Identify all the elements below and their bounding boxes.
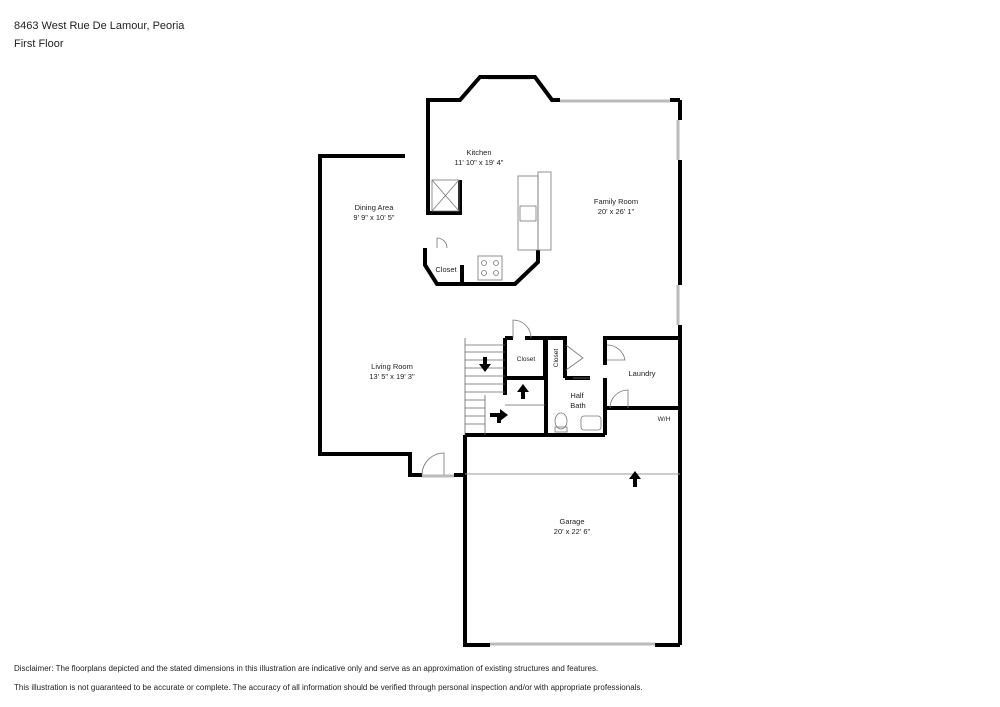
dining-dims: 9' 9" x 10' 5" — [353, 213, 394, 222]
arrow-right-icon — [500, 409, 508, 421]
stair-arrows — [479, 357, 641, 487]
stove-icon — [477, 255, 503, 281]
door-swings — [421, 237, 629, 476]
disclaimer-line-2: This illustration is not guaranteed to b… — [14, 683, 643, 692]
stair-closet-label: Closet — [517, 356, 536, 363]
west-wall — [318, 154, 422, 477]
half-bath-label-2: Bath — [570, 401, 585, 410]
vertical-closet-label: Closet — [553, 349, 560, 368]
living-label: Living Room — [371, 362, 413, 371]
laundry-label: Laundry — [628, 369, 655, 378]
arrow-down-icon — [479, 364, 491, 372]
family-dims: 20' x 26' 1" — [598, 207, 635, 216]
kitchen-label: Kitchen — [466, 148, 491, 157]
living-dims: 13' 5" x 19' 3" — [369, 372, 415, 381]
kitchen-closet-label: Closet — [435, 265, 457, 274]
bath-fixtures — [554, 412, 602, 433]
disclaimer-line-1: Disclaimer: The floorplans depicted and … — [14, 664, 599, 673]
floor-title: First Floor — [14, 38, 64, 50]
kitchen-north-wall — [426, 75, 560, 156]
kitchen-dims: 11' 10" x 19' 4" — [455, 158, 504, 167]
walls — [318, 75, 682, 647]
dining-label: Dining Area — [355, 203, 395, 212]
kitchen-counter — [477, 171, 552, 281]
sink-icon — [580, 415, 602, 431]
garage-arrow-up-icon — [629, 471, 641, 479]
toilet-icon — [554, 412, 568, 430]
garage-label: Garage — [559, 517, 584, 526]
pantry-shelf — [431, 179, 460, 212]
arrow-up-icon — [517, 384, 529, 392]
garage-wall — [463, 435, 490, 647]
property-address: 8463 West Rue De Lamour, Peoria — [14, 20, 185, 32]
garage-dims: 20' x 22' 6" — [554, 527, 591, 536]
staircase — [464, 338, 545, 435]
family-label: Family Room — [594, 197, 638, 206]
water-heater-label: W/H — [658, 416, 671, 423]
half-bath-label: Half — [570, 391, 584, 400]
